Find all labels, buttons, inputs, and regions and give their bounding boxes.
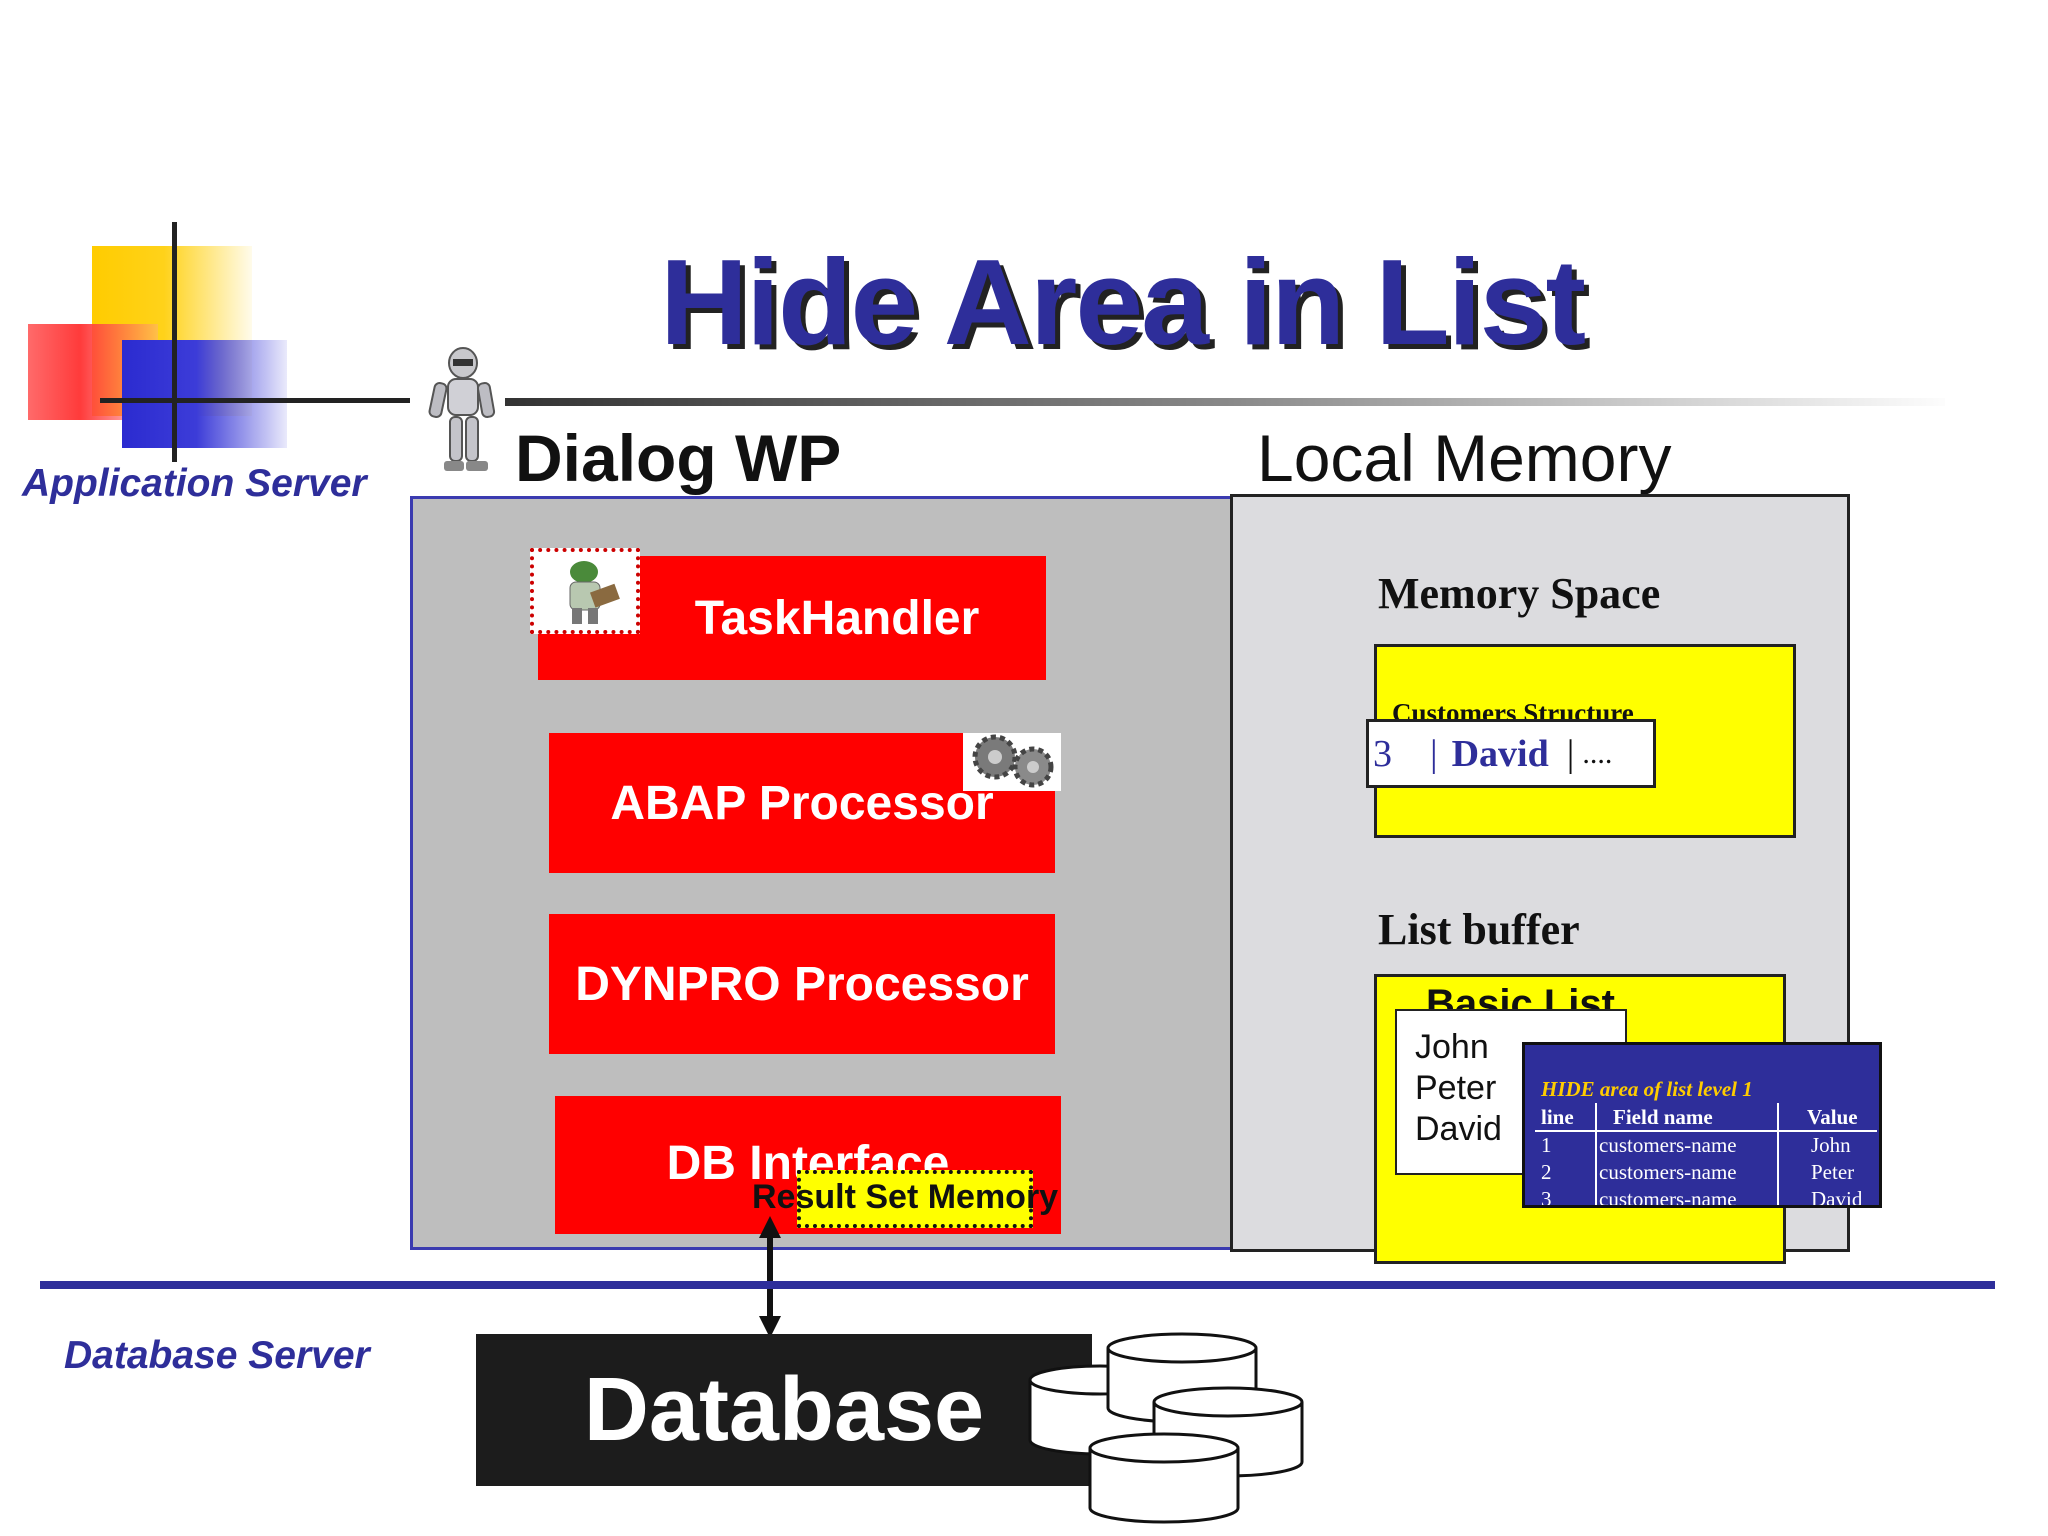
memory-space-label: Memory Space bbox=[1378, 569, 1661, 618]
list-item: David bbox=[1415, 1110, 1502, 1148]
gears-icon bbox=[963, 733, 1061, 791]
structure-number: 3 bbox=[1373, 732, 1392, 775]
dialog-wp-title: Dialog WP bbox=[515, 421, 842, 495]
structure-separator-2: | bbox=[1566, 732, 1575, 775]
decor-horizontal-line bbox=[100, 398, 410, 403]
hide-cell-field: customers-name bbox=[1599, 1133, 1737, 1157]
server-divider bbox=[40, 1281, 1995, 1289]
abap-processor-label: ABAP Processor bbox=[610, 776, 994, 830]
hide-cell-field: customers-name bbox=[1599, 1160, 1737, 1184]
hide-header-value: Value bbox=[1807, 1105, 1858, 1129]
list-item: John bbox=[1415, 1028, 1489, 1066]
dynpro-processor-box: DYNPRO Processor bbox=[549, 914, 1055, 1054]
hide-cell-line: 1 bbox=[1541, 1133, 1552, 1157]
structure-more: .... bbox=[1582, 736, 1613, 770]
structure-separator: | bbox=[1430, 732, 1438, 775]
list-item: Peter bbox=[1415, 1069, 1497, 1107]
application-server-label: Application Server bbox=[22, 462, 367, 505]
hide-area-table: HIDE area of list level 1 line Field nam… bbox=[1522, 1042, 1882, 1208]
hide-col-rule-2 bbox=[1777, 1103, 1779, 1205]
hide-cell-field: customers-name bbox=[1599, 1187, 1737, 1208]
list-buffer-label: List buffer bbox=[1378, 905, 1580, 954]
title-underline bbox=[505, 398, 1945, 406]
dynpro-processor-label: DYNPRO Processor bbox=[575, 957, 1029, 1011]
hide-cell-value: Peter bbox=[1811, 1160, 1855, 1184]
hide-cell-value: John bbox=[1811, 1133, 1851, 1157]
result-set-memory-label: Result Set Memory bbox=[752, 1178, 1059, 1216]
hide-cell-line: 2 bbox=[1541, 1160, 1552, 1184]
hide-header-rule bbox=[1535, 1130, 1877, 1132]
result-set-memory-box bbox=[797, 1170, 1033, 1228]
database-server-label: Database Server bbox=[64, 1334, 370, 1377]
page-title: Hide Area in List bbox=[660, 234, 1586, 370]
database-label: Database bbox=[583, 1359, 985, 1460]
hide-header-field: Field name bbox=[1613, 1105, 1713, 1129]
decor-blue-square bbox=[122, 340, 287, 448]
robot-icon bbox=[428, 347, 496, 471]
worker-icon bbox=[530, 548, 640, 634]
local-memory-title: Local Memory bbox=[1257, 421, 1672, 495]
hide-header-line: line bbox=[1541, 1105, 1574, 1129]
database-box: Database bbox=[476, 1334, 1092, 1486]
structure-name: David bbox=[1451, 732, 1549, 775]
double-arrow-icon bbox=[759, 1216, 781, 1338]
hide-cell-value: David bbox=[1811, 1187, 1863, 1208]
hide-col-rule-1 bbox=[1595, 1103, 1597, 1205]
database-cylinders-icon bbox=[1028, 1332, 1304, 1524]
hide-cell-line: 3 bbox=[1541, 1187, 1552, 1208]
decor-vertical-line bbox=[172, 222, 177, 462]
taskhandler-label: TaskHandler bbox=[694, 591, 980, 645]
hide-area-title: HIDE area of list level 1 bbox=[1541, 1077, 1753, 1101]
customers-structure-row: 3 | David | .... bbox=[1366, 719, 1656, 788]
